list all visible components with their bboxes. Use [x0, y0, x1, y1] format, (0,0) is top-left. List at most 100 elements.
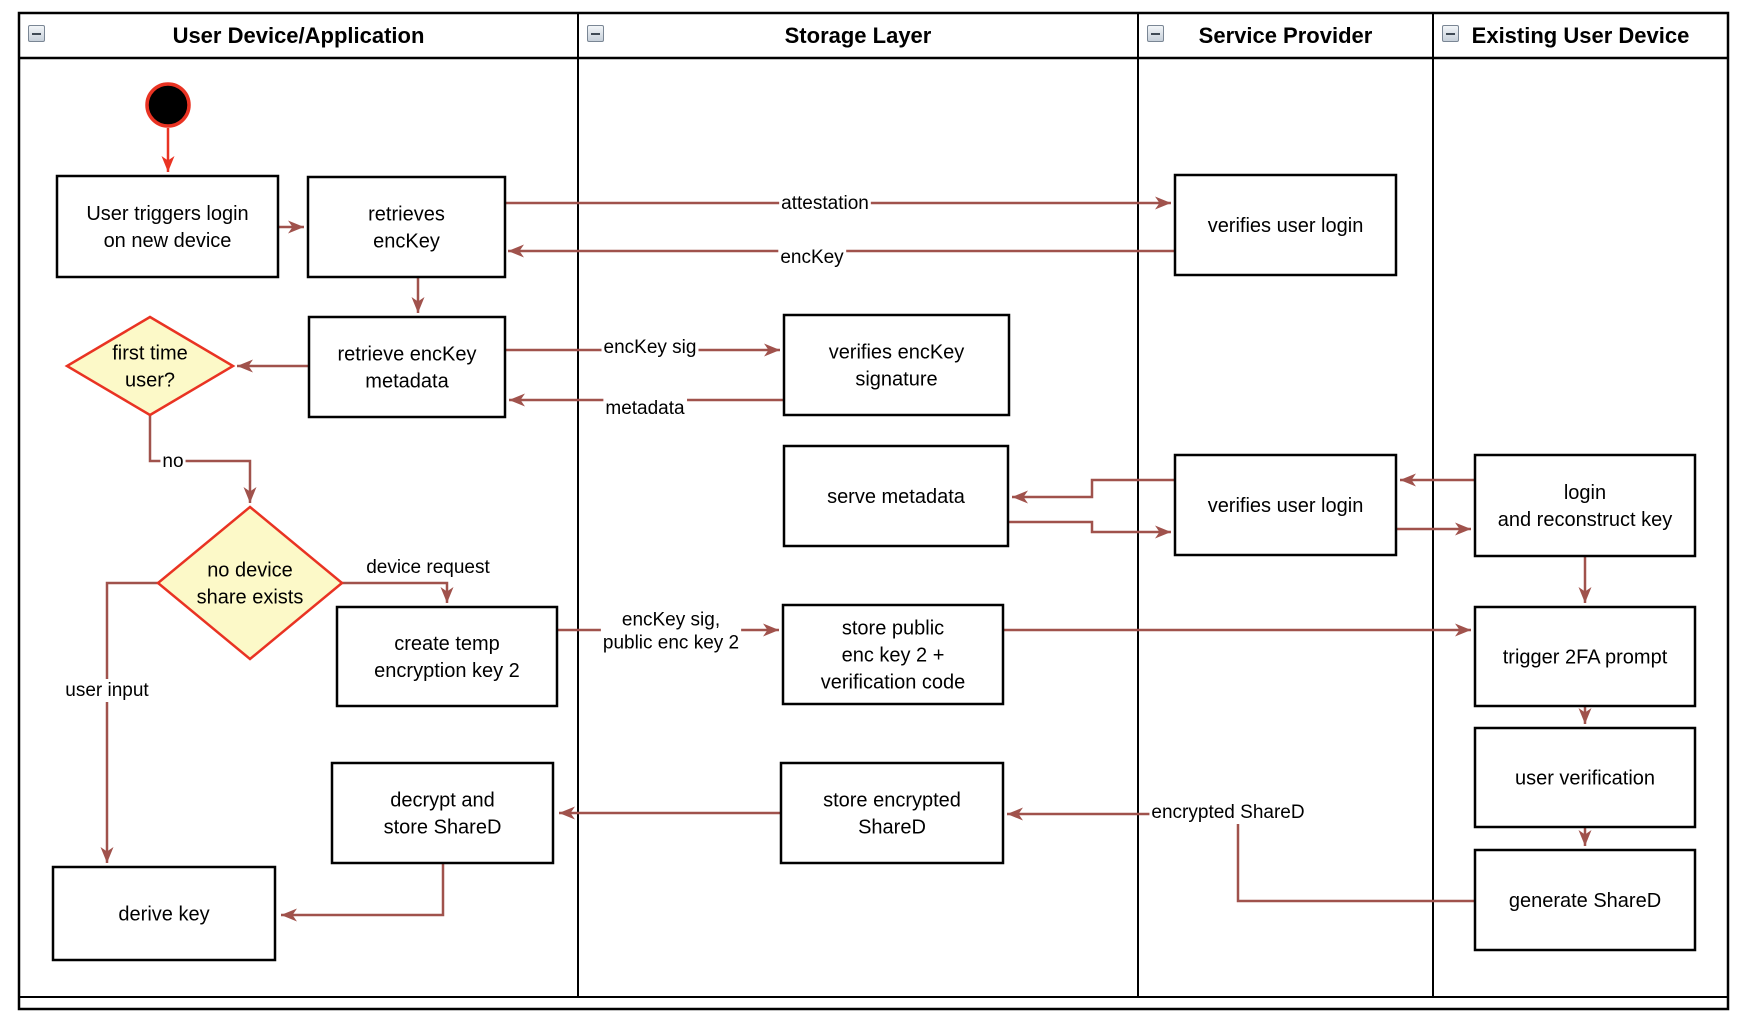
lane-title: Existing User Device	[1471, 22, 1690, 48]
edge-no-branch[interactable]	[148, 415, 252, 503]
edge-encrypted-shared[interactable]	[1007, 812, 1475, 903]
svg-text:no: no	[162, 451, 183, 472]
decision-shape[interactable]	[156, 505, 344, 661]
edge-servemetadata-to-verifies2[interactable]	[1008, 520, 1171, 534]
svg-text:device request: device request	[366, 557, 490, 578]
node-label: verifies user login	[1208, 215, 1364, 237]
edge-enckey-sig-public-key2-arrowhead	[763, 623, 779, 637]
node-verifies-user-login-1[interactable]: verifies user login	[1173, 173, 1398, 277]
edge-storeencrypted-to-decrypt-arrowhead	[559, 806, 575, 820]
node-generate-shared[interactable]: generate ShareD	[1473, 848, 1697, 952]
node-user-verification[interactable]: user verification	[1473, 726, 1697, 829]
edge-label-enckey-sig: encKey sig	[601, 336, 699, 359]
edge-device-request-arrowhead	[440, 587, 454, 603]
node-label: user verification	[1515, 768, 1655, 790]
action-shape[interactable]	[1473, 848, 1697, 952]
edge-device-request[interactable]	[342, 581, 449, 603]
action-shape[interactable]	[1473, 605, 1697, 708]
start-node-icon[interactable]	[145, 82, 191, 128]
action-shape[interactable]	[1473, 453, 1697, 558]
edge-servemetadata-to-verifies2-arrowhead	[1155, 525, 1171, 539]
edge-label-attestation: attestation	[779, 192, 871, 215]
node-verifies-user-login-2[interactable]: verifies user login	[1173, 453, 1398, 557]
node-label: generate ShareD	[1509, 890, 1661, 912]
edge-enckey-sig-arrowhead	[764, 343, 780, 357]
edge-verifies2-to-servemetadata[interactable]	[1012, 478, 1175, 499]
edge-attestation-arrowhead	[1155, 196, 1171, 210]
svg-text:encKey: encKey	[780, 247, 844, 268]
node-trigger-2fa-prompt[interactable]: trigger 2FA prompt	[1473, 605, 1697, 708]
edge-encrypted-shared-arrowhead	[1007, 807, 1023, 821]
node-derive-key[interactable]: derive key	[51, 865, 277, 962]
action-shape[interactable]	[782, 444, 1010, 548]
edge-label-metadata-return: metadata	[603, 397, 688, 420]
svg-text:metadata: metadata	[605, 398, 685, 419]
edge-label-no-branch: no	[160, 450, 186, 473]
collapse-minus-icon[interactable]	[28, 25, 45, 42]
node-start[interactable]	[145, 82, 191, 128]
decision-shape[interactable]	[64, 315, 236, 417]
svg-text:encKey sig: encKey sig	[604, 337, 697, 358]
collapse-minus-icon[interactable]	[1147, 25, 1164, 42]
collapse-minus-icon[interactable]	[1442, 25, 1459, 42]
edge-decrypt-to-derive-arrowhead	[281, 908, 297, 922]
action-shape[interactable]	[782, 313, 1011, 417]
edge-retrieves-to-metadata-arrowhead	[411, 297, 425, 313]
edge-no-branch-arrowhead	[243, 487, 257, 503]
lane-title: Service Provider	[1198, 22, 1373, 48]
edge-decrypt-to-derive[interactable]	[281, 863, 445, 917]
action-shape[interactable]	[779, 761, 1005, 865]
svg-text:attestation: attestation	[781, 193, 869, 214]
edge-login-to-2fa-arrowhead	[1578, 587, 1592, 603]
lane-title: Storage Layer	[784, 22, 932, 48]
action-shape[interactable]	[306, 175, 507, 279]
edge-label-enckey-return: encKey	[778, 246, 847, 269]
action-shape[interactable]	[1173, 173, 1398, 277]
lane-header-existing-user-device: Existing User Device	[1433, 13, 1728, 58]
edge-metadata-to-firsttime-arrowhead	[237, 359, 253, 373]
edge-user-input[interactable]	[105, 581, 158, 863]
action-shape[interactable]	[51, 865, 277, 962]
node-label: verifies user login	[1208, 495, 1364, 517]
edge-enckey-return-arrowhead	[508, 244, 524, 258]
node-serve-metadata[interactable]: serve metadata	[782, 444, 1010, 548]
lane-header-service-provider: Service Provider	[1138, 13, 1433, 58]
action-shape[interactable]	[1173, 453, 1398, 557]
action-shape[interactable]	[307, 315, 507, 419]
svg-text:encKey sig,public enc key 2: encKey sig,public enc key 2	[603, 610, 739, 654]
collapse-minus-icon[interactable]	[587, 25, 604, 42]
edge-2fa-to-verification-arrowhead	[1578, 708, 1592, 724]
edge-label-device-request: device request	[364, 556, 493, 579]
action-shape[interactable]	[330, 761, 555, 865]
action-shape[interactable]	[781, 603, 1005, 706]
svg-text:encrypted ShareD: encrypted ShareD	[1151, 802, 1304, 823]
action-shape[interactable]	[55, 174, 280, 279]
edge-start-to-trigger-login-arrowhead	[161, 156, 175, 172]
action-shape[interactable]	[335, 605, 559, 708]
node-label: trigger 2FA prompt	[1503, 647, 1668, 669]
action-shape[interactable]	[1473, 726, 1697, 829]
edge-storepublic-to-2fa-arrowhead	[1455, 623, 1471, 637]
node-label: serve metadata	[827, 486, 966, 508]
